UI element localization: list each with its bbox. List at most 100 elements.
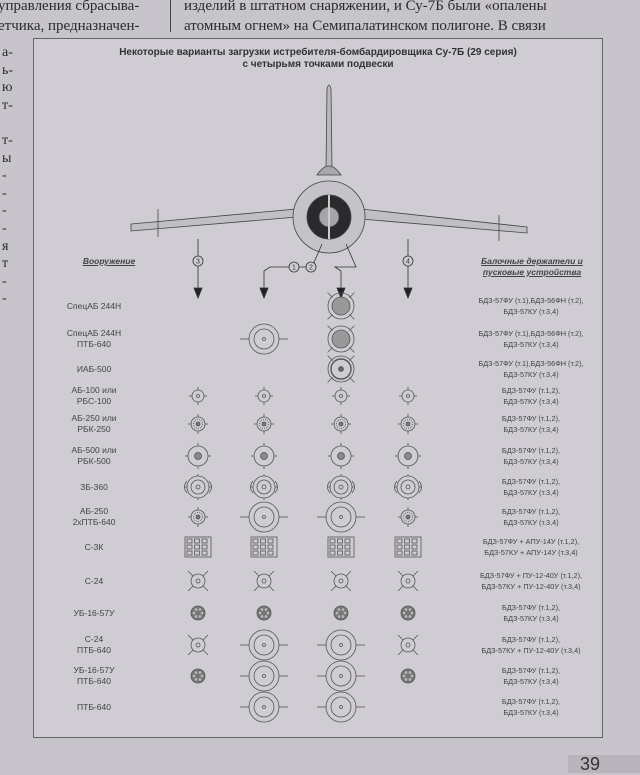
weapon-line: СпецАБ 244Н [66, 300, 122, 311]
text-fragment: я [2, 238, 9, 254]
tube [408, 608, 412, 611]
page-number: 39 [580, 754, 601, 774]
tube [337, 544, 343, 550]
fin [327, 325, 333, 331]
tube [260, 538, 266, 544]
ring [248, 660, 280, 692]
fin [349, 355, 355, 361]
tube [402, 674, 406, 678]
weapon-label: СпецАБ 244Н [34, 301, 154, 312]
ring [338, 421, 344, 427]
fin [397, 585, 404, 592]
ring [405, 421, 411, 427]
ring [253, 328, 275, 350]
weapon-line: УБ-16-57У [73, 607, 115, 618]
pylon-1: 1 [259, 243, 323, 300]
pack-outline [394, 536, 422, 558]
ring [261, 578, 267, 584]
tube [267, 544, 274, 550]
fin [349, 325, 355, 331]
fin [349, 314, 355, 320]
fin [253, 585, 260, 592]
tube [404, 615, 408, 618]
rocket-pod-icon [400, 605, 416, 621]
tube [264, 608, 268, 611]
loadout-row [188, 414, 418, 434]
small-bomb-icon [189, 387, 207, 405]
tube [402, 611, 406, 615]
rack-line: БДЗ-57ФУ + ПУ-12-40У (т.1,2), [479, 571, 583, 580]
weapon-label: ИАБ-500 [34, 364, 154, 375]
fin [327, 377, 333, 383]
tube [200, 674, 204, 678]
text-fragment: - [2, 185, 7, 201]
loadout-row [184, 474, 422, 500]
text-line: управления сбрасыва- [0, 0, 140, 14]
ring [337, 452, 345, 460]
fin [202, 634, 209, 641]
ring [329, 475, 353, 499]
rack-label: БДЗ-57ФУ (т.1,2),БДЗ-57КУ + ПУ-12-40У (т… [456, 634, 606, 656]
rack-line: БДЗ-57КУ (т.3,4) [503, 425, 559, 434]
rocket-pack-icon [250, 536, 278, 558]
tube [411, 544, 418, 550]
tube [260, 615, 264, 618]
ring [333, 479, 349, 495]
ring [193, 419, 203, 429]
small-bomb-icon [255, 387, 273, 405]
loadout-row [190, 660, 416, 692]
ring [253, 634, 275, 656]
rack-line: БДЗ-57ФУ (т.1,2), [501, 446, 561, 455]
right-text-column: изделий в штатном снаряжении, и Су-7Б бы… [184, 0, 547, 36]
tube [266, 611, 270, 615]
tube [344, 544, 351, 550]
ring [338, 366, 344, 372]
text-fragment: - [2, 203, 7, 219]
ring [401, 389, 415, 403]
ring [190, 605, 206, 621]
tube [201, 544, 208, 550]
nuclear-bomb-icon [327, 325, 355, 353]
ring [327, 325, 355, 353]
ring [339, 643, 343, 647]
tube [194, 671, 198, 674]
fin [345, 585, 352, 592]
weapon-label: ЗБ-360 [34, 482, 154, 493]
tube [404, 538, 410, 544]
ring [253, 696, 275, 718]
tube [404, 608, 408, 611]
ring [194, 452, 202, 460]
tank-fins [394, 480, 422, 494]
medium-bomb-icon [395, 443, 421, 469]
tube [329, 550, 336, 556]
fin [330, 585, 337, 592]
ring [195, 514, 201, 520]
weapon-line: ИАБ-500 [76, 363, 112, 374]
loadout-row [327, 355, 355, 383]
pylon-line [333, 243, 357, 297]
rack-line: БДЗ-57КУ (т.3,4) [503, 677, 559, 686]
loadout-row [187, 629, 419, 661]
ring [403, 419, 413, 429]
weapon-line: РБС-100 [76, 396, 112, 406]
fin [202, 570, 209, 577]
fin [253, 570, 260, 577]
tube [258, 611, 262, 615]
rocket-pod-icon [190, 668, 206, 684]
rack-label: БДЗ-57ФУ (т.1),БДЗ-56ФН (т.2),БДЗ-57КУ (… [456, 328, 606, 350]
fin [397, 634, 404, 641]
fin [345, 570, 352, 577]
rack-line: БДЗ-57ФУ (т.1,2), [501, 386, 561, 395]
tube [337, 615, 341, 618]
title-line: Некоторые варианты загрузки истребителя-… [119, 47, 517, 58]
fin [327, 347, 333, 353]
drop-tank-icon [317, 660, 365, 692]
weapon-label: ПТБ-640 [34, 702, 154, 713]
pylon-2: 2 [305, 243, 357, 300]
rack-label: БДЗ-57ФУ (т.1,2),БДЗ-57КУ (т.3,4) [456, 476, 606, 498]
right-wing [360, 208, 528, 234]
loadout-row [327, 292, 355, 320]
fin [412, 570, 419, 577]
ring [338, 484, 344, 490]
